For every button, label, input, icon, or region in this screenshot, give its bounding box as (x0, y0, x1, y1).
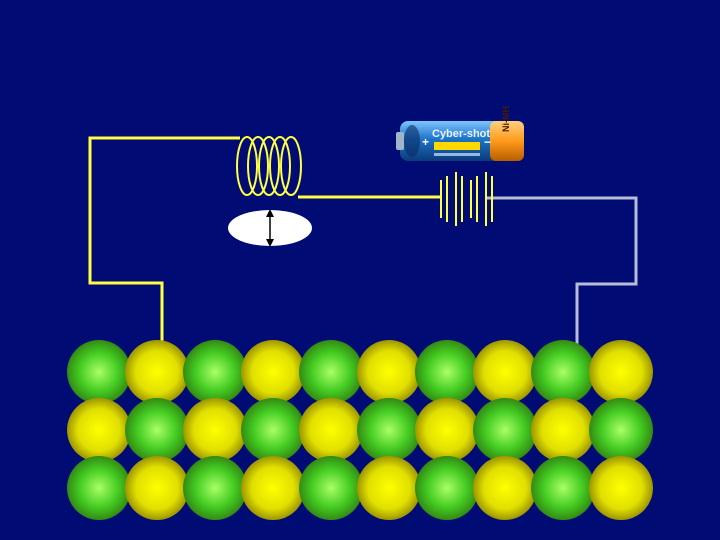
coil-loop (258, 136, 280, 196)
atom-lattice (67, 340, 653, 520)
coil-inductor (236, 136, 302, 196)
atom-yellow (415, 398, 479, 462)
atom-green (589, 398, 653, 462)
atom-green (473, 398, 537, 462)
atom-green (183, 456, 247, 520)
atom-green (299, 340, 363, 404)
battery-minus-sign: − (484, 135, 491, 149)
battery-plus-sign: + (422, 135, 429, 149)
coil-loop (280, 136, 302, 196)
atom-green (241, 398, 305, 462)
atom-yellow (473, 456, 537, 520)
coil-loop (269, 136, 291, 196)
coil-loop (236, 136, 258, 196)
left-wire (88, 136, 240, 345)
battery-brand-label: Cyber-shot (432, 128, 490, 140)
atom-green (415, 340, 479, 404)
atom-yellow (473, 340, 537, 404)
atom-yellow (241, 456, 305, 520)
atom-yellow (589, 340, 653, 404)
right-wire (486, 196, 638, 345)
atom-green (299, 456, 363, 520)
atom-yellow (531, 398, 595, 462)
coil-loop (247, 136, 269, 196)
battery-cell-symbol (440, 172, 493, 226)
atom-green (531, 340, 595, 404)
atom-yellow (357, 456, 421, 520)
atom-yellow (125, 340, 189, 404)
atom-green (67, 340, 131, 404)
atom-yellow (241, 340, 305, 404)
atom-yellow (357, 340, 421, 404)
atom-green (125, 398, 189, 462)
atom-yellow (299, 398, 363, 462)
atom-green (67, 456, 131, 520)
atom-green (357, 398, 421, 462)
atom-green (183, 340, 247, 404)
atom-yellow (67, 398, 131, 462)
oscillation-indicator (228, 209, 312, 247)
atom-green (415, 456, 479, 520)
atom-green (531, 456, 595, 520)
atom-yellow (125, 456, 189, 520)
atom-yellow (589, 456, 653, 520)
atom-yellow (183, 398, 247, 462)
battery-image: + − Cyber-shot Ni-MH (396, 106, 524, 161)
battery-type-label: Ni-MH (501, 106, 511, 132)
